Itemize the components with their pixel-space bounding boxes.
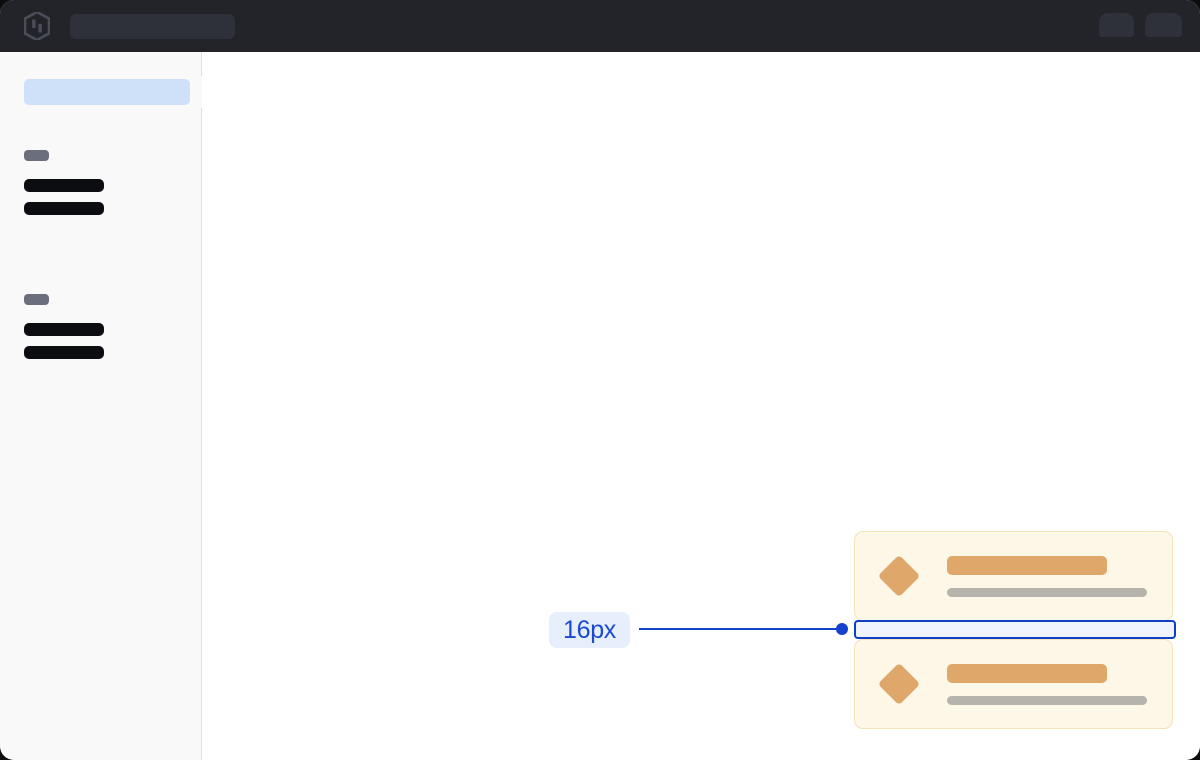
header-actions [1099,13,1182,39]
spacing-highlight-region [854,620,1176,639]
sidebar-group-label [24,150,49,161]
sidebar-group-2 [24,294,104,359]
card-title [947,555,1107,575]
measurement-leader-line [639,628,843,630]
sidebar [0,52,202,760]
content-card[interactable] [854,531,1173,621]
diamond-icon [877,662,921,706]
sidebar-group-label [24,294,49,305]
card-subtitle [947,695,1147,705]
card-text-block [947,555,1147,597]
measurement-anchor-dot [836,623,848,635]
card-text-block [947,663,1147,705]
sidebar-item-1-2[interactable] [24,202,104,215]
top-header [0,0,1200,52]
spacing-value-badge: 16px [549,612,631,648]
diamond-icon [877,554,921,598]
sidebar-selected-item[interactable] [24,79,190,105]
sidebar-group-1 [24,150,104,215]
sidebar-item-2-2[interactable] [24,346,104,359]
search-input[interactable] [70,13,235,39]
content-card[interactable] [854,639,1173,729]
sidebar-item-1-1[interactable] [24,179,104,192]
header-chip-2[interactable] [1145,13,1182,37]
card-subtitle [947,587,1147,597]
sidebar-item-2-1[interactable] [24,323,104,336]
header-chip-1[interactable] [1099,13,1134,37]
card-title [947,663,1107,683]
hashicorp-logo[interactable] [23,10,51,42]
